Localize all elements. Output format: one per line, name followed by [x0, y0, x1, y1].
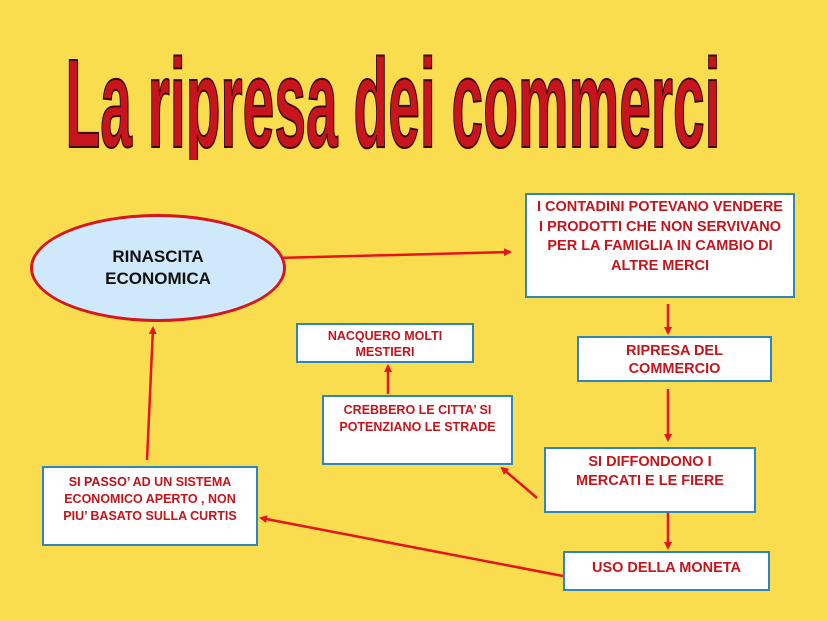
node-citta-strade: CREBBERO LE CITTA’ SI POTENZIANO LE STRA… [322, 395, 513, 465]
node-rinascita-economica: RINASCITA ECONOMICA [30, 214, 286, 322]
node-text: RINASCITA ECONOMICA [105, 247, 211, 288]
node-text: I CONTADINI POTEVANO VENDERE I PRODOTTI … [537, 199, 783, 274]
slide-title: La ripresa dei commerci [64, 33, 721, 160]
title-text: La ripresa dei commerci [66, 34, 721, 160]
node-text: USO DELLA MONETA [591, 560, 742, 576]
node-uso-moneta: USO DELLA MONETA [563, 551, 770, 591]
node-text: AD UN SISTEMA ECONOMICO APERTO , NON PIU… [63, 475, 237, 523]
node-sistema-aperto: SI PASSO’ AD UN SISTEMA ECONOMICO APERTO… [42, 466, 258, 546]
node-mercati-fiere: SI DIFFONDONO I MERCATI E LE FIERE [544, 447, 756, 513]
arrow-moneta-passo [259, 515, 564, 578]
node-text: SI DIFFONDONO I MERCATI E LE FIERE [576, 454, 724, 489]
node-mestieri: NACQUERO MOLTI MESTIERI [296, 323, 474, 363]
arrow-passo-rinascita [145, 326, 157, 461]
node-ripresa-commercio: RIPRESA DEL COMMERCIO [577, 336, 772, 382]
arrow-rinascita-contadini [276, 248, 512, 260]
node-contadini: I CONTADINI POTEVANO VENDERE I PRODOTTI … [525, 193, 795, 298]
node-text: CREBBERO LE CITTA’ SI POTENZIANO LE STRA… [339, 403, 496, 434]
node-text: RIPRESA DEL COMMERCIO [626, 343, 723, 377]
arrow-mercati-citta [500, 466, 538, 499]
node-text-bold: SI PASSO’ [68, 475, 130, 489]
node-text: NACQUERO MOLTI MESTIERI [327, 329, 443, 359]
